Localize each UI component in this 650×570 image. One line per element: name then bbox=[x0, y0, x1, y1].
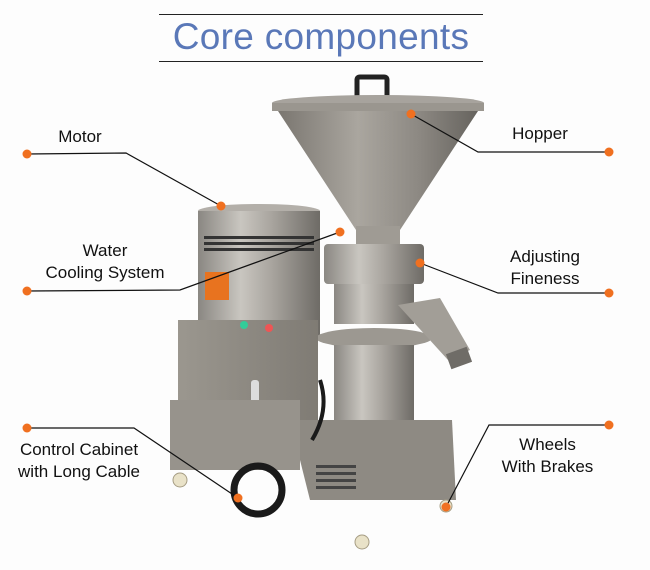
water-cooling-target-dot-icon bbox=[335, 227, 345, 237]
hopper-target-dot-icon bbox=[406, 109, 416, 119]
wheels-dot-icon bbox=[604, 420, 614, 430]
label-hopper: Hopper bbox=[512, 124, 568, 143]
hopper-dot-icon bbox=[604, 147, 614, 157]
adjusting-fineness-dot-icon bbox=[604, 288, 614, 298]
wheels-leader-line bbox=[445, 424, 609, 508]
page-title: Core components bbox=[172, 16, 470, 57]
label-adjusting-fineness: Adjusting Fineness bbox=[510, 247, 580, 288]
label-control-cabinet: Control Cabinet with Long Cable bbox=[18, 440, 140, 481]
motor-target-dot-icon bbox=[216, 201, 226, 211]
water-cooling-dot-icon bbox=[22, 286, 32, 296]
control-cabinet-target-dot-icon bbox=[233, 493, 243, 503]
adjusting-fineness-leader-line bbox=[419, 262, 609, 294]
hopper-handle bbox=[354, 74, 390, 100]
label-motor: Motor bbox=[58, 127, 102, 146]
hopper bbox=[272, 95, 484, 246]
hopper-leader-line bbox=[410, 113, 609, 153]
control-cabinet-dot-icon bbox=[22, 423, 32, 433]
cable-coil bbox=[230, 379, 326, 518]
control-cabinet-leader-line bbox=[27, 427, 239, 499]
base bbox=[170, 400, 456, 500]
motor-dot-icon bbox=[22, 149, 32, 159]
title-top-rule bbox=[159, 14, 483, 15]
label-wheels: Wheels With Brakes bbox=[501, 435, 594, 476]
adjusting-fineness-target-dot-icon bbox=[415, 258, 425, 268]
water-cooling-leader-line bbox=[26, 231, 341, 292]
label-water-cooling: Water Cooling System bbox=[45, 241, 165, 282]
wheels-target-dot-icon bbox=[441, 502, 451, 512]
title-bottom-rule bbox=[159, 61, 483, 62]
motor-leader-line bbox=[26, 152, 222, 207]
